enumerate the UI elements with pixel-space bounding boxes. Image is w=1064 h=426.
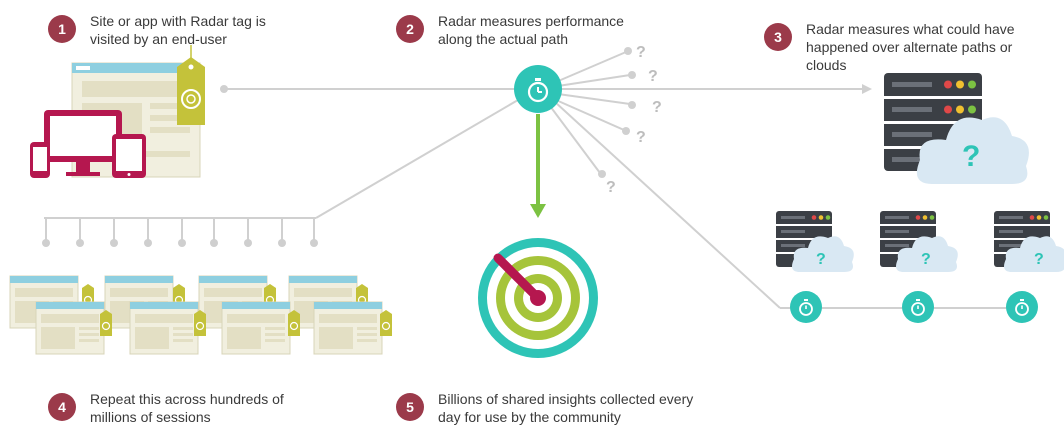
stopwatch-icon [514, 65, 562, 113]
question-mark-3: ? [652, 99, 662, 116]
step-description: Radar measures performance along the act… [438, 13, 624, 47]
step-number-badge: 1 [48, 15, 76, 43]
line-sessions-to-radar [315, 99, 519, 219]
step-1: 1 Site or app with Radar tag is visited … [48, 12, 266, 48]
step-3: 3 Radar measures what could have happene… [764, 20, 1015, 74]
cloud-question-mark: ? [962, 140, 980, 173]
alt-cloud-question-1: ? [816, 251, 826, 268]
alt-cloud-question-3: ? [1034, 251, 1044, 268]
question-mark-2: ? [648, 68, 658, 85]
alt-server-1: ? [776, 211, 854, 272]
step-2: 2 Radar measures performance along the a… [396, 12, 624, 48]
step-number-badge: 3 [764, 23, 792, 51]
step-description: Repeat this across hundreds of millions … [90, 391, 284, 425]
monitor-icon [44, 110, 122, 176]
session-browsers [9, 275, 393, 355]
path-origin-dot [220, 85, 228, 93]
step-5: 5 Billions of shared insights collected … [396, 390, 693, 426]
stopwatch-icon-alt-3 [1006, 291, 1038, 323]
question-mark-4: ? [636, 129, 646, 146]
step-description: Site or app with Radar tag is visited by… [90, 13, 266, 47]
tablet-icon [112, 134, 146, 178]
step-description: Billions of shared insights collected ev… [438, 391, 694, 425]
step-number-badge: 4 [48, 393, 76, 421]
alternate-path-probes: ? ? ? ? ? [598, 44, 662, 196]
insight-arrow [530, 114, 546, 218]
alt-server-2: ? [880, 211, 958, 272]
stopwatch-icon-alt-1 [790, 291, 822, 323]
step-number-badge: 2 [396, 15, 424, 43]
stopwatch-icon-alt-2 [902, 291, 934, 323]
target-icon [478, 238, 598, 358]
question-mark-5: ? [606, 179, 616, 196]
alt-server-3: ? [994, 211, 1064, 272]
cloud-icon: ? [916, 117, 1029, 184]
price-tag-icon [177, 45, 205, 125]
step-description: Radar measures what could have happened … [806, 21, 1015, 73]
line-radar-to-alt-path [554, 101, 781, 309]
step-4: 4 Repeat this across hundreds of million… [48, 390, 284, 426]
alt-cloud-question-2: ? [921, 251, 931, 268]
phone-icon [30, 142, 50, 178]
question-mark-1: ? [636, 44, 646, 61]
session-bus-drops [42, 218, 318, 247]
step-number-badge: 5 [396, 393, 424, 421]
arrow-head-right [862, 84, 872, 94]
